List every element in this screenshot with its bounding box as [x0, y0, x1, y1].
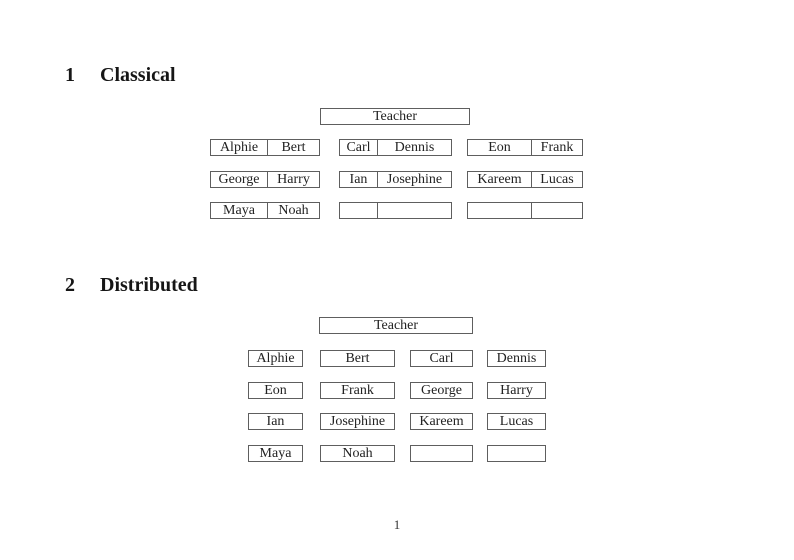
- desk-box: Kareem: [410, 413, 473, 430]
- desk-box: [487, 445, 546, 462]
- seat-label: [378, 203, 451, 218]
- desk-box: Eon: [248, 382, 303, 399]
- seat-label: Harry: [500, 382, 533, 398]
- seat-label: Maya: [211, 203, 268, 218]
- desk-box: Dennis: [487, 350, 546, 367]
- seat-label: Eon: [264, 382, 287, 398]
- desk-box: Eon Frank: [467, 139, 583, 156]
- desk-box: George: [410, 382, 473, 399]
- desk-box: Ian Josephine: [339, 171, 452, 188]
- desk-box: Alphie: [248, 350, 303, 367]
- desk-box: Maya Noah: [210, 202, 320, 219]
- seat-label: Dennis: [496, 350, 537, 366]
- seat-label: Eon: [468, 140, 532, 155]
- teacher-desk: Teacher: [319, 317, 473, 334]
- seat-label: Carl: [429, 350, 454, 366]
- section-heading: 1 Classical: [65, 65, 176, 85]
- seat-label: Bert: [281, 139, 306, 155]
- desk-box: Kareem Lucas: [467, 171, 583, 188]
- desk-box: Maya: [248, 445, 303, 462]
- seat-label: Noah: [342, 445, 373, 461]
- seat-label: [340, 203, 378, 218]
- desk-box: Carl Dennis: [339, 139, 452, 156]
- seat-label: Harry: [277, 171, 310, 187]
- seat-label: George: [211, 172, 268, 187]
- desk-box: [339, 202, 452, 219]
- section-heading: 2 Distributed: [65, 275, 198, 295]
- seat-label: Alphie: [256, 350, 295, 366]
- seat-label: Maya: [259, 445, 292, 461]
- page-number: 1: [393, 517, 401, 532]
- seat-label: Noah: [278, 202, 309, 218]
- section-number: 2: [65, 274, 75, 296]
- desk-box: Ian: [248, 413, 303, 430]
- teacher-label: Teacher: [372, 108, 418, 124]
- seat-label: Frank: [341, 382, 374, 398]
- desk-box: Alphie Bert: [210, 139, 320, 156]
- seat-label: Alphie: [211, 140, 268, 155]
- seat-label: Bert: [345, 350, 370, 366]
- seat-label: Josephine: [329, 413, 386, 429]
- desk-box: [410, 445, 473, 462]
- section-number: 1: [65, 64, 75, 86]
- desk-box: Noah: [320, 445, 395, 462]
- seat-label: Josephine: [386, 171, 443, 187]
- desk-box: Carl: [410, 350, 473, 367]
- seat-label: Dennis: [394, 139, 435, 155]
- seat-label: Frank: [540, 139, 574, 155]
- desk-box: [467, 202, 583, 219]
- seat-label: Lucas: [540, 171, 574, 187]
- desk-box: Frank: [320, 382, 395, 399]
- section-title: Classical: [100, 64, 176, 86]
- desk-box: Josephine: [320, 413, 395, 430]
- seat-label: Ian: [340, 172, 378, 187]
- seat-label: [532, 203, 582, 218]
- seat-label: George: [421, 382, 462, 398]
- desk-box: George Harry: [210, 171, 320, 188]
- seat-label: [468, 203, 532, 218]
- desk-box: Harry: [487, 382, 546, 399]
- seat-label: Ian: [266, 413, 285, 429]
- desk-box: Lucas: [487, 413, 546, 430]
- seat-label: Kareem: [419, 413, 464, 429]
- section-title: Distributed: [100, 274, 198, 296]
- teacher-label: Teacher: [373, 317, 419, 333]
- seat-label: Kareem: [468, 172, 532, 187]
- desk-box: Bert: [320, 350, 395, 367]
- teacher-desk: Teacher: [320, 108, 470, 125]
- seat-label: Carl: [340, 140, 378, 155]
- seat-label: Lucas: [499, 413, 534, 429]
